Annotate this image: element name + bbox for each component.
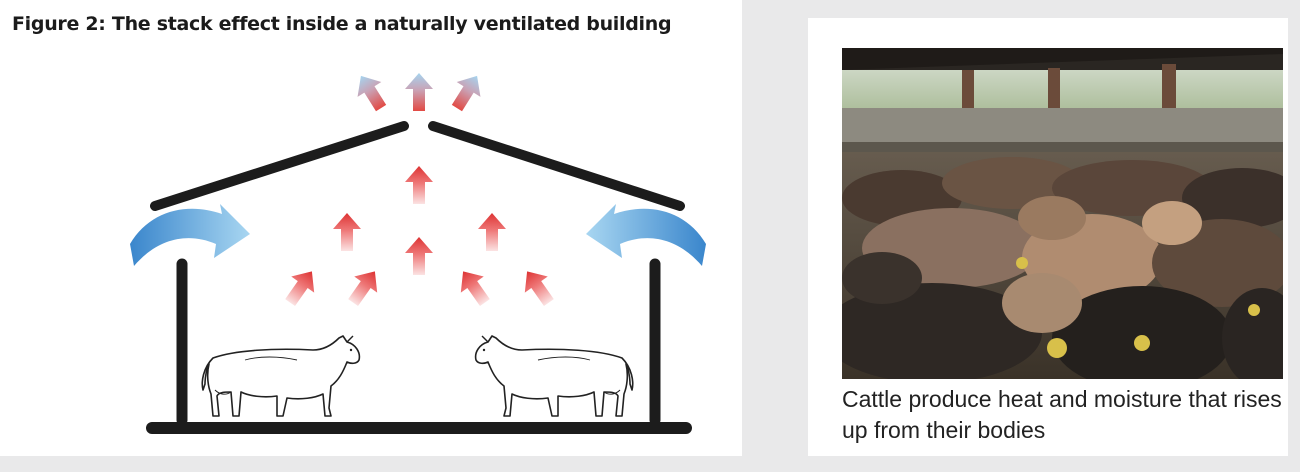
exhaust-arrow-right: [445, 68, 489, 116]
warm-air-arrow: [515, 263, 561, 311]
cattle-photo: [842, 48, 1283, 379]
warm-air-arrow: [451, 263, 497, 311]
roof-right: [428, 121, 685, 211]
warm-air-arrow: [478, 213, 506, 251]
photo-panel: Cattle produce heat and moisture that ri…: [808, 18, 1288, 456]
fresh-air-arrow-left: [130, 204, 250, 266]
cow-outline-icon: [474, 335, 634, 417]
fresh-air-arrow-right: [586, 204, 706, 266]
warm-air-arrows: [278, 166, 561, 311]
photo-caption: Cattle produce heat and moisture that ri…: [842, 386, 1282, 443]
cow-outline-icon: [201, 335, 361, 417]
building-structure: [146, 121, 692, 434]
warm-air-arrow: [405, 237, 433, 275]
exhaust-arrow-left: [349, 68, 393, 116]
roof-left: [150, 121, 409, 211]
stack-effect-diagram: [130, 68, 706, 434]
warm-air-arrow: [278, 263, 324, 311]
figure-title: Figure 2: The stack effect inside a natu…: [12, 13, 672, 35]
stack-effect-figure: Figure 2: The stack effect inside a natu…: [0, 0, 742, 456]
warm-air-arrow: [341, 263, 387, 311]
warm-air-arrow: [405, 166, 433, 204]
warm-air-arrow: [333, 213, 361, 251]
exhaust-arrow-center: [405, 73, 433, 111]
exhaust-arrows: [349, 68, 489, 116]
